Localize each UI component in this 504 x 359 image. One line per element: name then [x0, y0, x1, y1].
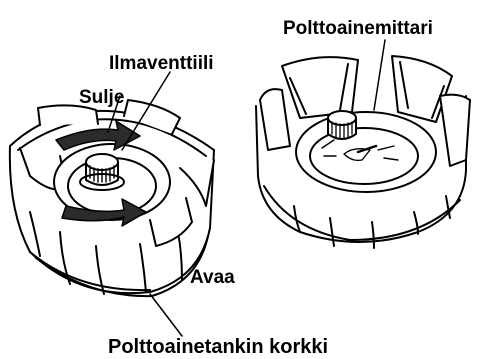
air-vent-label: Ilmaventtiili — [109, 54, 214, 73]
right-fuel-cap-drawing — [256, 56, 470, 248]
fuel-gauge-label: Polttoainemittari — [283, 19, 433, 38]
open-label: Avaa — [190, 268, 235, 287]
close-label: Sulje — [79, 88, 124, 107]
fuel-tank-cap-label: Polttoainetankin korkki — [108, 337, 328, 357]
